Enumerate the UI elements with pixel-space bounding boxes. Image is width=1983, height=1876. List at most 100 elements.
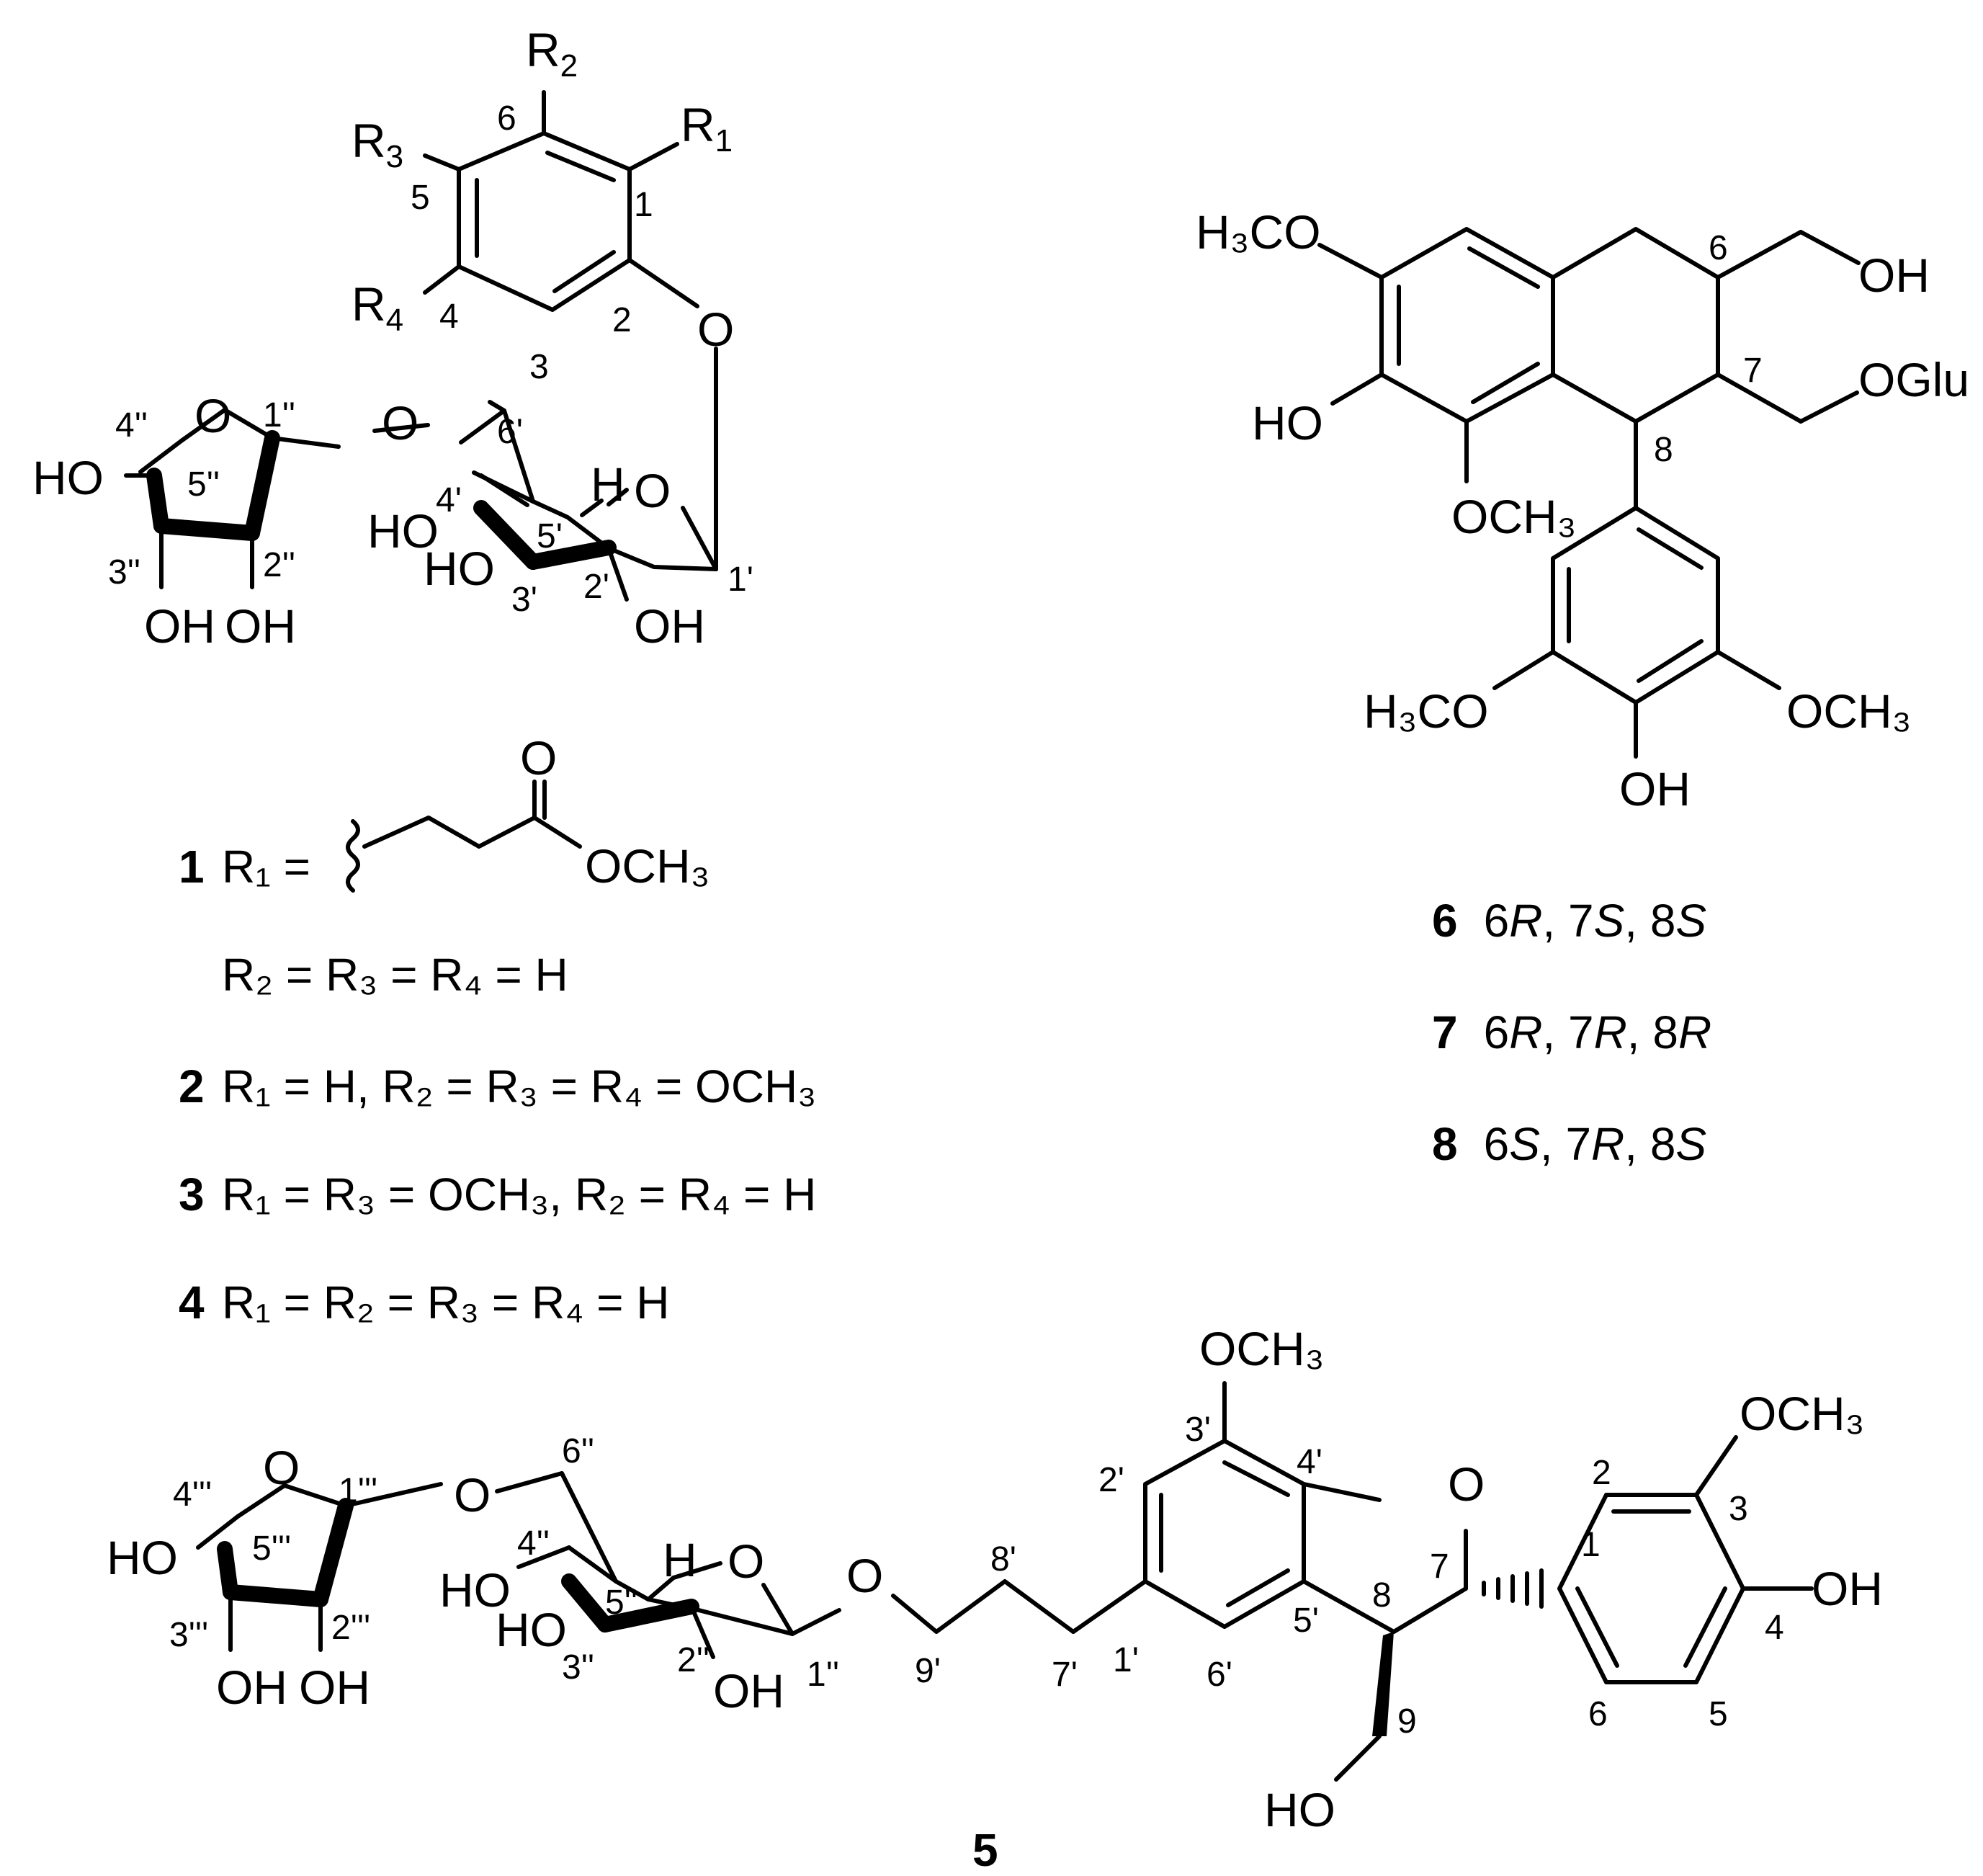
hashed-bond	[1482, 1568, 1544, 1609]
atom-labels: H₃CO OH OGlu HO OCH₃ H₃CO OCH₃ OH 6 7 8	[1196, 205, 1969, 816]
atom-labels: R2 R1 R3 R4 O O O O H HO HO OH HO OH OH	[32, 23, 734, 653]
aryl-o-label: O	[697, 303, 734, 356]
furanose-o-label: O	[194, 389, 231, 442]
structure-aryltetralin: H₃CO OH OGlu HO OCH₃ H₃CO OCH₃ OH 6 7 8 …	[1196, 205, 1969, 1170]
locant-2pp: 2''	[263, 546, 295, 584]
definition-1: R₁ =	[222, 841, 310, 893]
locant-1pp: 1''	[263, 396, 295, 434]
definition-2: R₁ = H, R₂ = R₃ = R₄ = OCH₃	[222, 1060, 816, 1112]
oh2-furanose-label: OH	[299, 1661, 370, 1714]
methoxy-left-label: H₃CO	[1364, 684, 1489, 738]
oh3-label: OH	[216, 1661, 287, 1714]
locant-7: 7	[1743, 352, 1763, 390]
ho3-label: HO	[424, 542, 495, 595]
interglycosidic-o-label: O	[454, 1468, 491, 1522]
compound-number-1: 1	[179, 841, 205, 893]
locant-1: 1	[1581, 1526, 1601, 1564]
hydroxymethyl-oh-label: OH	[1858, 249, 1930, 302]
locant-1pp: 1''	[807, 1656, 839, 1694]
compound-number-5: 5	[972, 1824, 998, 1876]
pyranose-o-label: O	[634, 464, 671, 517]
r4-label: R4	[352, 277, 403, 338]
locant-6pp: 6''	[562, 1432, 594, 1470]
oh2-label: OH	[713, 1664, 784, 1718]
compound-number-2: 2	[179, 1060, 205, 1112]
locant-2: 2	[1592, 1454, 1611, 1492]
methoxy-8a-label: OCH₃	[1451, 490, 1577, 543]
locant-2ppp: 2'''	[331, 1609, 370, 1647]
dihydrofuran-o-label: O	[1448, 1457, 1485, 1511]
locant-3: 3	[529, 348, 549, 386]
locant-6: 6	[1588, 1695, 1608, 1733]
locant-5: 5	[1709, 1695, 1728, 1733]
locant-4: 4	[1765, 1609, 1784, 1647]
locant-3p: 3'	[1185, 1411, 1211, 1449]
locant-1p: 1'	[728, 560, 753, 599]
methoxy-label: OCH₃	[585, 839, 710, 893]
locant-5: 5	[411, 179, 430, 217]
h-label: H	[591, 457, 625, 511]
locant-3pp: 3''	[108, 553, 140, 591]
locant-9: 9	[1397, 1702, 1417, 1741]
glucosyloxy-label: OGlu	[1858, 353, 1969, 406]
methoxy-top-label: H₃CO	[1196, 205, 1321, 259]
locant-7p: 7'	[1052, 1656, 1078, 1694]
definition-3: R₁ = R₃ = OCH₃, R₂ = R₄ = H	[222, 1169, 816, 1220]
locant-6: 6	[1709, 229, 1728, 267]
carbonyl-o-label: O	[520, 731, 557, 785]
locant-1ppp: 1'''	[339, 1472, 377, 1510]
locant-3: 3	[1729, 1490, 1748, 1528]
oh3-label: OH	[144, 599, 215, 653]
bonds	[124, 90, 718, 602]
bonds	[1317, 227, 1861, 759]
compound-number-3: 3	[179, 1169, 205, 1220]
ho3-label: HO	[496, 1603, 567, 1656]
locant-2pp: 2''	[677, 1641, 710, 1679]
locant-3p: 3'	[511, 581, 537, 619]
ho5-label: HO	[32, 451, 104, 504]
h-label: H	[663, 1533, 697, 1586]
locant-2p: 2'	[583, 568, 609, 606]
glycosidic-o-label: O	[846, 1549, 883, 1602]
locant-4ppp: 4'''	[173, 1475, 212, 1514]
ho5-label: HO	[107, 1531, 178, 1584]
methoxy-right-label: OCH₃	[1786, 684, 1912, 738]
locant-5p: 5'	[537, 517, 563, 555]
substituent-definitions: 1 R₁ = O OCH₃ R₂ = R₃ = R₄ = H 2 R₁ = H,…	[179, 731, 816, 1328]
locant-4: 4	[439, 298, 459, 336]
r3-label: R3	[352, 114, 403, 174]
benzene-ring	[457, 131, 632, 312]
methoxy-3-label: OCH₃	[1740, 1387, 1865, 1440]
glycosidic-o-label: O	[382, 396, 418, 450]
oh2-furanose-label: OH	[225, 599, 296, 653]
bonds	[196, 1381, 1814, 1782]
locant-6: 6	[497, 99, 516, 138]
definition-4: R₁ = R₂ = R₃ = R₄ = H	[222, 1277, 669, 1328]
locant-3pp: 3''	[562, 1648, 594, 1687]
locant-4p: 4'	[436, 481, 462, 519]
atom-labels: OCH₃ OCH₃ OH HO O O O O O H HO HO OH HO …	[107, 1322, 1883, 1836]
r1-label: R1	[681, 98, 733, 158]
locant-5pp: 5''	[187, 465, 220, 504]
locant-7: 7	[1430, 1547, 1449, 1586]
locant-1p: 1'	[1113, 1641, 1139, 1679]
phenol-oh-label: OH	[1812, 1562, 1883, 1615]
phenol-ho-label: HO	[1252, 396, 1323, 450]
locant-6p: 6'	[1207, 1656, 1232, 1694]
compound-number-4: 4	[179, 1277, 205, 1328]
locant-4pp: 4''	[115, 406, 148, 445]
r2-label: R2	[526, 23, 578, 84]
hydroxy-9-label: HO	[1264, 1783, 1335, 1836]
structure-aryl-glycoside: R2 R1 R3 R4 O O O O H HO HO OH HO OH OH …	[32, 23, 753, 653]
structure-5: OCH₃ OCH₃ OH HO O O O O O H HO HO OH HO …	[107, 1322, 1883, 1876]
locant-8: 8	[1372, 1576, 1392, 1614]
definition-1b: R₂ = R₃ = R₄ = H	[222, 949, 568, 1001]
locants: 1 2 3 4 5 6 1' 2' 3' 4' 5' 6' 1'' 2'' 3'…	[108, 99, 753, 619]
locant-2p: 2'	[1098, 1461, 1124, 1499]
ho4-label: HO	[439, 1563, 511, 1617]
locant-8: 8	[1654, 431, 1673, 469]
